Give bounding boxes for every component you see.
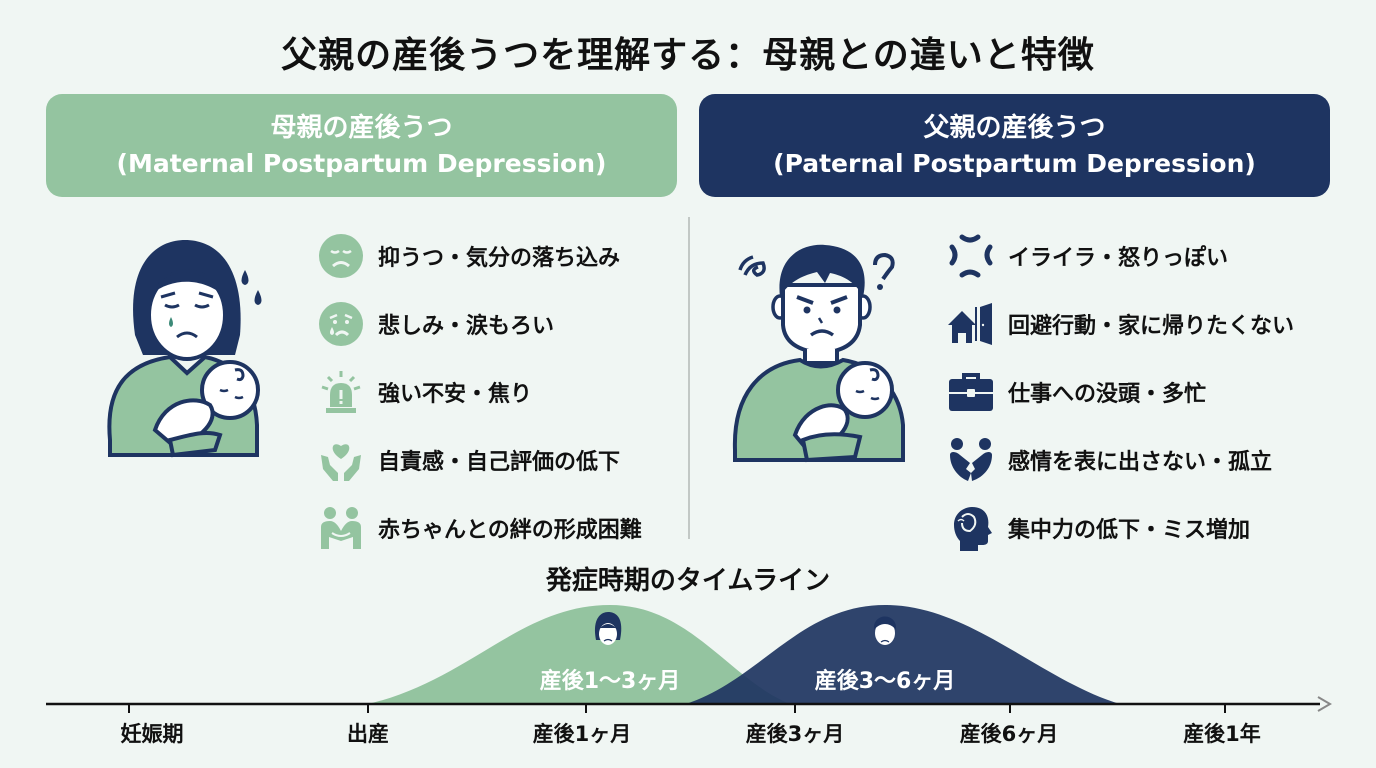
list-item: 仕事への没頭・多忙 [946,358,1294,426]
symptom-label: 悲しみ・涙もろい [378,314,555,339]
symptom-label: 抑うつ・気分の落ち込み [378,246,621,271]
symptom-label: 集中力の低下・ミス増加 [1008,518,1251,543]
hands-heart-icon [316,435,366,485]
symptom-label: イライラ・怒りっぽい [1008,246,1229,271]
list-item: 回避行動・家に帰りたくない [946,290,1294,358]
mother-face-icon [594,612,622,645]
symptom-label: 仕事への没頭・多忙 [1008,382,1207,407]
list-item: 強い不安・焦り [316,358,642,426]
symptom-label: 回避行動・家に帰りたくない [1008,314,1295,339]
tick-label-1month: 産後1ヶ月 [532,722,632,746]
column-divider [688,217,690,539]
tick-label-3months: 産後3ヶ月 [745,722,845,746]
anger-mark-icon [946,231,996,281]
list-item: 抑うつ・気分の落ち込み [316,222,642,290]
list-item: 感情を表に出さない・孤立 [946,426,1294,494]
briefcase-icon [946,367,996,417]
alarm-siren-icon [316,367,366,417]
house-door-icon [946,299,996,349]
sad-face-icon [316,231,366,281]
timeline-title: 発症時期のタイムライン [545,566,831,596]
list-item: 集中力の低下・ミス増加 [946,494,1294,562]
crying-face-icon [316,299,366,349]
paternal-header: 父親の産後うつ (Paternal Postpartum Depression) [699,94,1330,197]
list-item: 悲しみ・涙もろい [316,290,642,358]
frustrated-father-illustration [732,244,905,463]
symptom-label: 強い不安・焦り [378,382,533,407]
paternal-onset-curve [686,605,1120,704]
list-item: 赤ちゃんとの絆の形成困難 [316,494,642,562]
maternal-header: 母親の産後うつ (Maternal Postpartum Depression) [46,94,677,197]
maternal-heading-en: (Maternal Postpartum Depression) [116,148,607,178]
bonding-people-icon [316,503,366,553]
maternal-onset-curve [368,605,790,704]
list-item: 自責感・自己評価の低下 [316,426,642,494]
paternal-symptom-list: イライラ・怒りっぽい 回避行動・家に帰りたくない 仕事への没頭・多忙 感情を表に… [946,222,1294,562]
timeline-chart [46,605,1332,713]
symptom-label: 感情を表に出さない・孤立 [1008,450,1273,475]
tick-label-6months: 産後6ヶ月 [959,722,1059,746]
symptom-label: 赤ちゃんとの絆の形成困難 [378,518,642,543]
maternal-heading-jp: 母親の産後うつ [270,112,453,143]
head-distraction-icon [946,503,996,553]
list-item: イライラ・怒りっぽい [946,222,1294,290]
father-face-icon [873,616,897,645]
paternal-peak-label: 産後3〜6ヶ月 [814,669,956,694]
tick-label-pregnancy: 妊娠期 [120,722,184,746]
maternal-peak-label: 産後1〜3ヶ月 [539,669,681,694]
tick-label-1year: 産後1年 [1183,722,1261,746]
paternal-heading-jp: 父親の産後うつ [923,112,1106,143]
maternal-symptom-list: 抑うつ・気分の落ち込み 悲しみ・涙もろい 強い不安・焦り 自責感・自己評価の低下… [316,222,642,562]
page-title: 父親の産後うつを理解する：母親との違いと特徴 [281,35,1095,76]
paternal-heading-en: (Paternal Postpartum Depression) [773,148,1256,178]
tick-label-birth: 出産 [347,722,389,746]
broken-heart-people-icon [946,435,996,485]
sad-mother-illustration [107,240,262,458]
symptom-label: 自責感・自己評価の低下 [378,450,621,475]
